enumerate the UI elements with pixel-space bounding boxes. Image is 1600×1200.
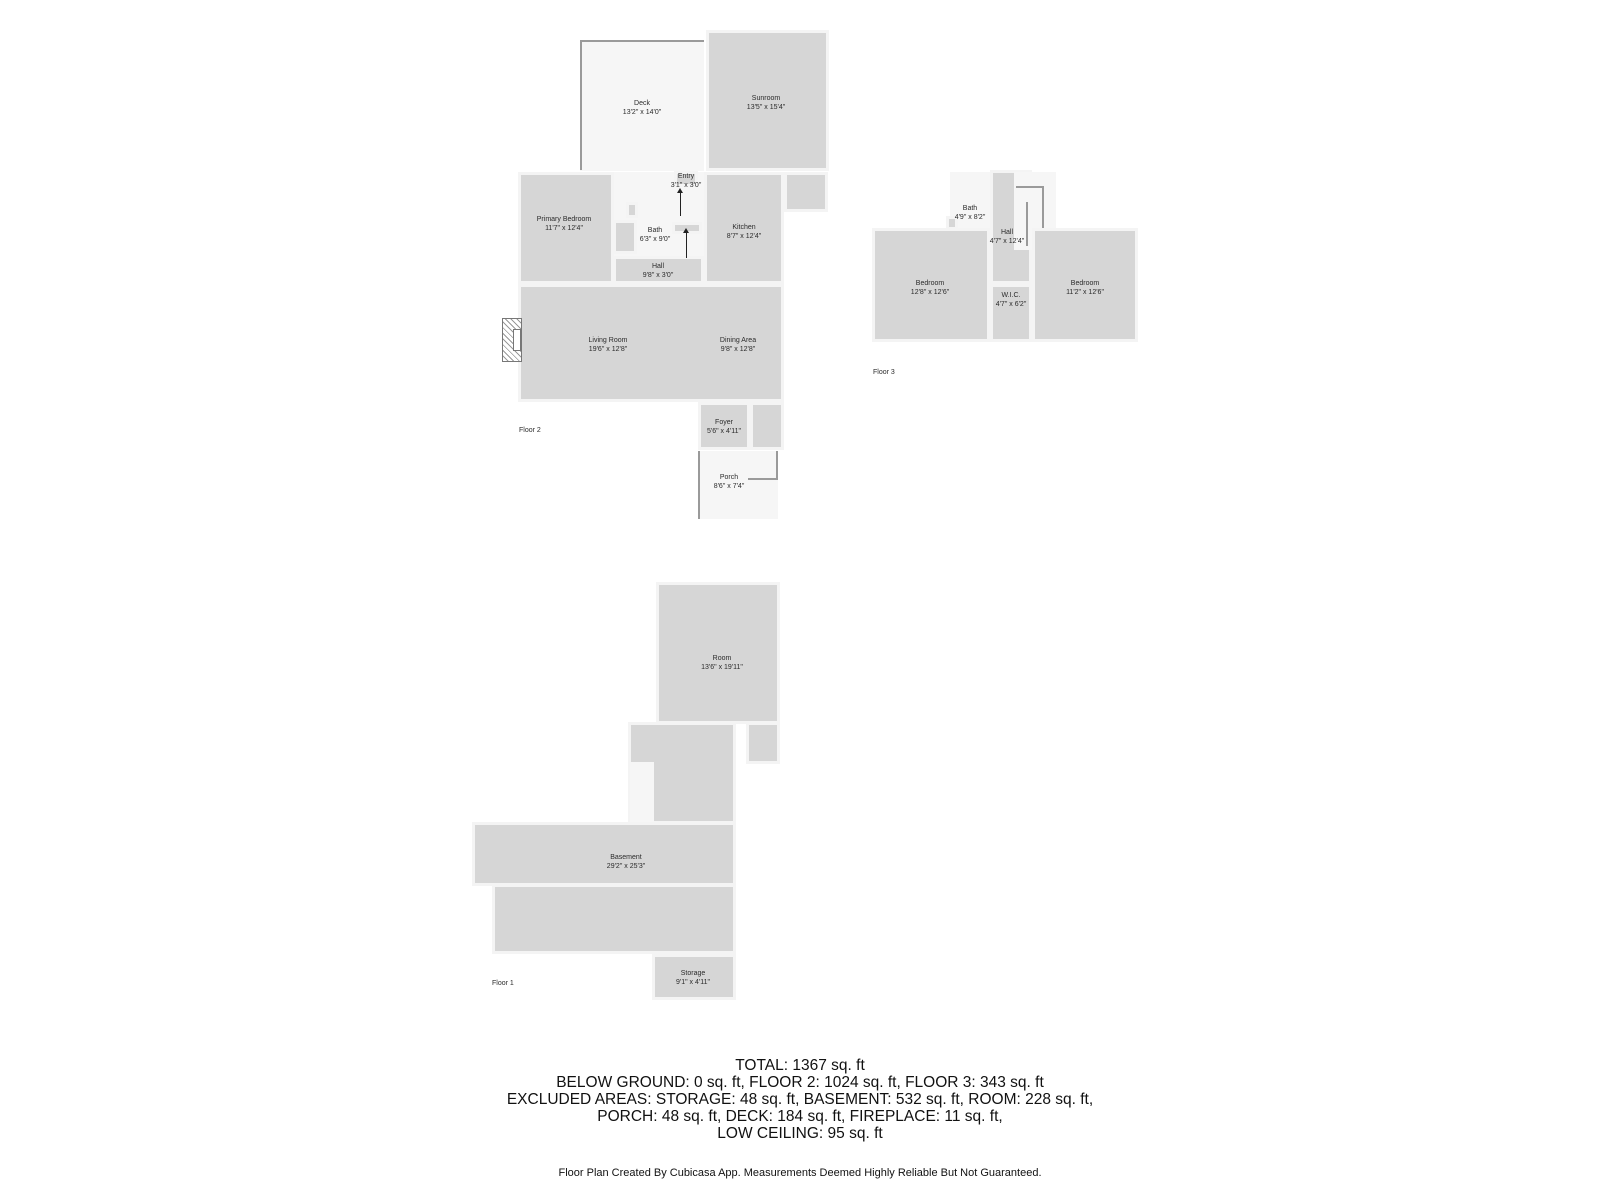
storage	[652, 954, 736, 1000]
porch-wall-right	[776, 451, 778, 479]
room-label-wic: W.I.C.4'7" x 6'2"	[995, 292, 1027, 308]
room-floor1-alcove	[746, 722, 780, 764]
porch-wall-step	[748, 478, 778, 480]
stair-arrow	[683, 228, 689, 258]
floor-3-label: Floor 3	[873, 369, 895, 376]
deck-wall-left	[580, 40, 582, 170]
bath-vanity	[613, 220, 637, 254]
stair-basement	[630, 762, 654, 822]
porch-area	[698, 451, 778, 519]
fireplace	[502, 318, 522, 362]
kitchen	[704, 172, 784, 284]
summary-excluded-1: EXCLUDED AREAS: STORAGE: 48 sq. ft, BASE…	[506, 1091, 1094, 1108]
entry-closet	[674, 171, 698, 187]
foyer-closet	[750, 402, 784, 450]
bath-fixture	[626, 202, 638, 218]
hall-floor2	[613, 256, 704, 284]
bedroom-left	[872, 228, 990, 342]
porch-wall-left	[698, 451, 700, 519]
floor-2-label: Floor 2	[519, 427, 541, 434]
deck-wall-top	[580, 40, 704, 42]
summary-total: TOTAL: 1367 sq. ft	[735, 1057, 865, 1074]
floor-1-label: Floor 1	[492, 980, 514, 987]
summary-below-ground: BELOW GROUND: 0 sq. ft, FLOOR 2: 1024 sq…	[556, 1074, 1044, 1091]
disclaimer-footer: Floor Plan Created By Cubicasa App. Meas…	[558, 1167, 1042, 1179]
summary-excluded-3: LOW CEILING: 95 sq. ft	[717, 1125, 883, 1142]
area-summary: TOTAL: 1367 sq. ft BELOW GROUND: 0 sq. f…	[0, 1057, 1600, 1142]
wic	[990, 284, 1032, 342]
foyer	[698, 402, 750, 450]
kitchen-pantry	[784, 172, 828, 212]
basement-main	[472, 822, 736, 886]
primary-bedroom	[518, 172, 614, 284]
room-floor1	[656, 582, 780, 724]
stair-rail-inner	[1026, 202, 1028, 246]
stair-rail-side	[1042, 186, 1044, 246]
sunroom	[706, 30, 829, 171]
bedroom-right	[1032, 228, 1138, 342]
summary-excluded-2: PORCH: 48 sq. ft, DECK: 184 sq. ft, FIRE…	[597, 1108, 1003, 1125]
basement-lower	[492, 884, 736, 954]
stair-arrow	[677, 188, 683, 216]
deck-area	[580, 41, 704, 171]
stair-rail-top	[1016, 186, 1044, 188]
